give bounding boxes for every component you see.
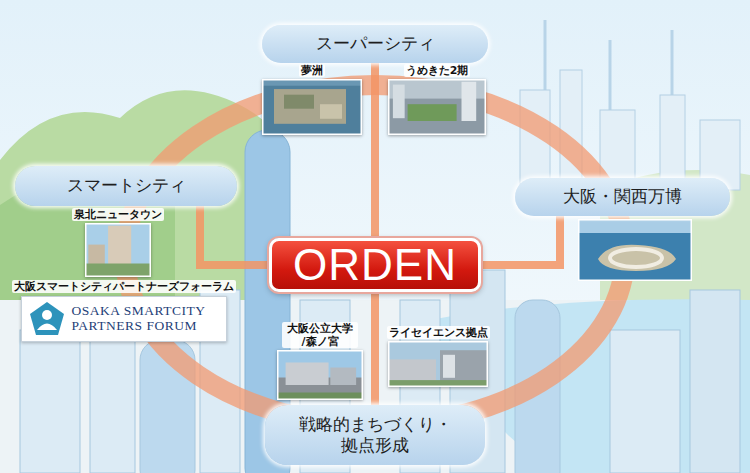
band-label: 戦略的まちづくり・ 拠点形成: [295, 414, 455, 457]
photo-card: ライセイエンス拠点: [385, 326, 492, 387]
photo-card: 夢洲: [262, 64, 362, 135]
photo-card: 泉北ニュータウン: [70, 208, 166, 277]
spire: [544, 20, 547, 95]
photo-border: [278, 351, 363, 400]
photo-detail: [393, 85, 405, 119]
photo-card: 大阪公立大学 /森ノ宮: [276, 322, 364, 400]
photo-ground: [85, 223, 151, 277]
logo-text: OSAKA SMARTCITY PARTNERS FORUM: [72, 304, 220, 334]
center-label: ORDEN: [293, 243, 457, 287]
photo-detail: [320, 104, 342, 119]
logo-figure: [42, 310, 52, 320]
building: [660, 95, 685, 185]
category-band: 戦略的まちづくり・ 拠点形成: [265, 405, 485, 465]
photo-ground: [388, 79, 486, 135]
spire: [609, 40, 612, 115]
photo-sky: [578, 219, 692, 233]
connector-line: [200, 206, 269, 265]
photo-detail: [88, 245, 105, 267]
logo-icon: [28, 300, 66, 338]
photo-card: うめきた2期: [388, 64, 486, 135]
photo-ground: [388, 341, 488, 387]
photo-detail: [408, 104, 457, 121]
photo-border: [579, 220, 692, 281]
photo-detail: [274, 89, 346, 124]
photo-detail: [462, 82, 477, 121]
expo-photo: [578, 219, 692, 281]
photo-ring: [610, 249, 662, 267]
building: [20, 330, 80, 473]
photo-island: [598, 245, 676, 271]
band-label: スーパーシティ: [316, 33, 435, 54]
photo: [262, 79, 362, 135]
building: [690, 290, 740, 473]
photo-detail: [330, 368, 356, 386]
photo-detail: [443, 355, 455, 378]
logo-figure: [37, 323, 57, 330]
photo-border: [389, 342, 488, 387]
logo-pentagon: [30, 302, 64, 335]
photo: [388, 79, 486, 135]
photo-ground: [277, 350, 363, 400]
category-band: スーパーシティ: [262, 25, 488, 63]
photo-border: [86, 224, 151, 277]
photo-caption: 夢洲: [299, 64, 325, 77]
forum-caption: 大阪スマートシティパートナーズフォーラム: [12, 280, 236, 293]
photo-caption: 大阪公立大学 /森ノ宮: [282, 322, 358, 348]
center-box: ORDEN: [269, 238, 481, 292]
photo-ground: [262, 79, 362, 135]
connector-line: [371, 292, 379, 405]
connector-line: [481, 216, 560, 265]
photo-caption: 泉北ニュータウン: [72, 208, 164, 221]
photo-sea: [578, 219, 692, 281]
connector-line: [371, 63, 379, 238]
photo-caption: ライセイエンス拠点: [387, 326, 490, 339]
photo-caption: うめきた2期: [404, 64, 471, 77]
photo-detail: [108, 226, 131, 269]
photo-detail: [286, 363, 329, 386]
photo: [277, 350, 363, 400]
category-band: スマートシティ: [15, 166, 237, 206]
photo-detail: [85, 264, 151, 278]
category-band: 大阪・関西万博: [515, 178, 730, 216]
photo-detail: [284, 95, 314, 109]
logo-card: 大阪スマートシティパートナーズフォーラム OSAKA SMARTCITY PART…: [10, 280, 238, 342]
logo-box: OSAKA SMARTCITY PARTNERS FORUM: [21, 296, 227, 342]
photo-border: [263, 80, 362, 135]
band-label: 大阪・関西万博: [563, 186, 682, 207]
band-label: スマートシティ: [67, 175, 186, 196]
building: [560, 70, 582, 190]
photo-border: [389, 80, 486, 135]
photo: [388, 341, 488, 387]
photo: [85, 223, 151, 277]
building: [610, 330, 680, 473]
spire: [671, 30, 674, 100]
